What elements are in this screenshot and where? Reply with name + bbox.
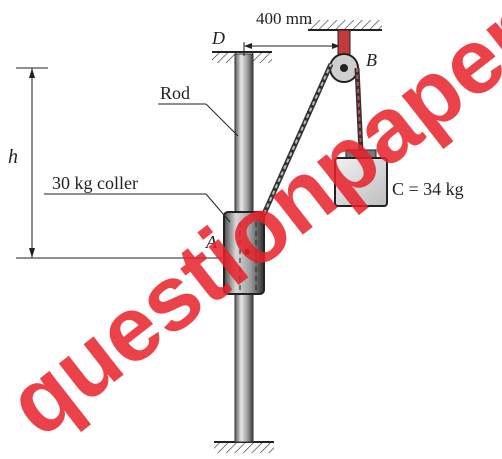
pulley-b bbox=[329, 29, 359, 83]
dimension-label: 400 mm bbox=[256, 9, 312, 28]
dimension-400mm bbox=[243, 42, 340, 56]
collar-label: 30 kg coller bbox=[52, 173, 138, 193]
block-mass-label: C = 34 kg bbox=[392, 179, 464, 199]
cord-b-to-c bbox=[354, 67, 364, 153]
height-label: h bbox=[8, 146, 18, 168]
floor-support bbox=[214, 441, 274, 453]
height-dimension bbox=[16, 67, 222, 259]
point-b-label: B bbox=[366, 50, 377, 70]
collar-a bbox=[223, 211, 265, 295]
point-a-label: A bbox=[205, 232, 218, 252]
leader-lines bbox=[44, 103, 239, 223]
point-d-label: D bbox=[211, 28, 225, 48]
rod-label: Rod bbox=[160, 83, 190, 103]
block-c bbox=[334, 149, 388, 207]
ceiling-support-b bbox=[308, 20, 382, 31]
